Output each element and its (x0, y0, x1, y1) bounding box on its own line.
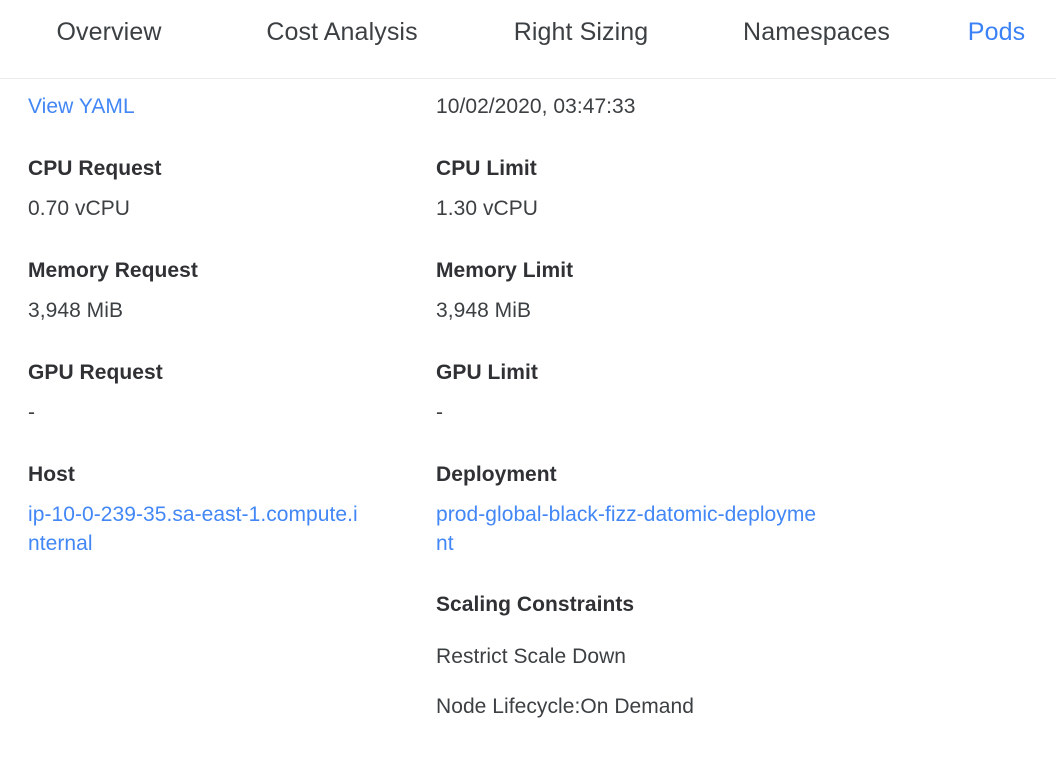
spacer (28, 121, 436, 155)
memory-limit-field: Memory Limit 3,948 MiB (436, 257, 856, 325)
spacer (28, 489, 436, 500)
view-yaml-link[interactable]: View YAML (28, 95, 135, 118)
memory-request-value: 3,948 MiB (28, 299, 124, 322)
memory-request-label: Memory Request (28, 259, 198, 282)
spacer (436, 558, 856, 591)
deployment-field: Deployment prod-global-black-fizz-datomi… (436, 461, 856, 558)
timestamp-field: 10/02/2020, 03:47:33 (436, 92, 856, 121)
tab-overview[interactable]: Overview (0, 16, 218, 79)
tab-bar: Overview Cost Analysis Right Sizing Name… (0, 0, 1056, 79)
view-yaml-field: View YAML (28, 92, 436, 121)
tab-cost-analysis-label: Cost Analysis (266, 18, 418, 46)
tab-namespaces[interactable]: Namespaces (696, 16, 937, 79)
cpu-request-value: 0.70 vCPU (28, 197, 130, 220)
spacer (436, 387, 856, 398)
tab-overview-label: Overview (56, 18, 162, 46)
tab-namespaces-label: Namespaces (743, 18, 890, 46)
gpu-limit-field: GPU Limit - (436, 359, 856, 427)
spacer (436, 121, 856, 155)
host-link-wrapper: ip-10-0-239-35.sa-east-1.compute.interna… (28, 500, 358, 558)
tab-right-sizing[interactable]: Right Sizing (466, 16, 696, 79)
spacer (28, 387, 436, 398)
gpu-request-value: - (28, 401, 36, 424)
tab-right-sizing-label: Right Sizing (513, 18, 649, 46)
gpu-limit-value: - (436, 401, 444, 424)
pod-details-panel: View YAML CPU Request 0.70 vCPU Memory R… (0, 79, 1056, 721)
spacer (436, 671, 856, 692)
memory-limit-label: Memory Limit (436, 259, 574, 282)
scaling-constraint-node-lifecycle: Node Lifecycle:On Demand (436, 695, 694, 718)
memory-request-field: Memory Request 3,948 MiB (28, 257, 436, 325)
cpu-request-label: CPU Request (28, 157, 162, 180)
memory-limit-value: 3,948 MiB (436, 299, 532, 322)
host-field: Host ip-10-0-239-35.sa-east-1.compute.in… (28, 461, 436, 558)
tab-pods[interactable]: Pods (937, 16, 1056, 79)
tab-pods-label: Pods (967, 18, 1026, 46)
spacer (436, 223, 856, 257)
cpu-limit-field: CPU Limit 1.30 vCPU (436, 155, 856, 223)
spacer (28, 183, 436, 194)
tab-list: Overview Cost Analysis Right Sizing Name… (0, 0, 1056, 78)
spacer (436, 325, 856, 359)
gpu-limit-label: GPU Limit (436, 361, 538, 384)
tab-cost-analysis[interactable]: Cost Analysis (218, 16, 466, 79)
cpu-limit-label: CPU Limit (436, 157, 537, 180)
scaling-constraint-restrict-scale-down: Restrict Scale Down (436, 645, 627, 668)
pod-details-right-column: 10/02/2020, 03:47:33 CPU Limit 1.30 vCPU… (436, 92, 856, 721)
deployment-link[interactable]: prod-global-black-fizz-datomic-deploymen… (436, 503, 817, 555)
timestamp-value: 10/02/2020, 03:47:33 (436, 95, 636, 118)
spacer (436, 427, 856, 461)
pod-details-columns: View YAML CPU Request 0.70 vCPU Memory R… (0, 92, 1056, 721)
spacer (28, 427, 436, 461)
spacer (28, 285, 436, 296)
host-label: Host (28, 463, 75, 486)
host-link[interactable]: ip-10-0-239-35.sa-east-1.compute.interna… (28, 503, 358, 555)
spacer (436, 183, 856, 194)
scaling-constraints-label: Scaling Constraints (436, 593, 635, 616)
cpu-request-field: CPU Request 0.70 vCPU (28, 155, 436, 223)
spacer (28, 325, 436, 359)
spacer (436, 285, 856, 296)
spacer (28, 223, 436, 257)
deployment-label: Deployment (436, 463, 557, 486)
deployment-link-wrapper: prod-global-black-fizz-datomic-deploymen… (436, 500, 818, 558)
spacer (436, 619, 856, 642)
scaling-constraints-field: Scaling Constraints Restrict Scale Down … (436, 591, 856, 721)
gpu-request-field: GPU Request - (28, 359, 436, 427)
cpu-limit-value: 1.30 vCPU (436, 197, 538, 220)
spacer (436, 489, 856, 500)
pod-details-left-column: View YAML CPU Request 0.70 vCPU Memory R… (0, 92, 436, 721)
gpu-request-label: GPU Request (28, 361, 163, 384)
